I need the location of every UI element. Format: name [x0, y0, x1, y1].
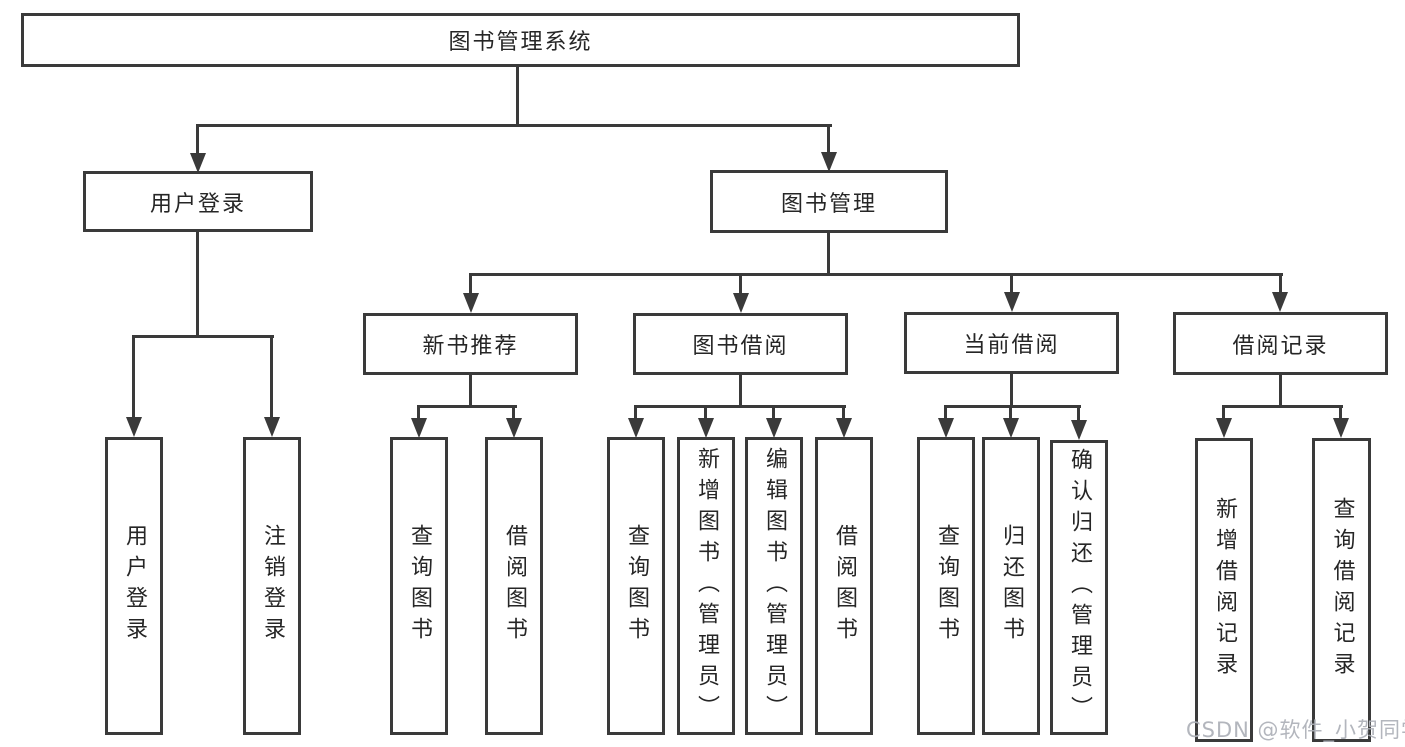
leaf-user-login: 用户登录: [105, 437, 163, 735]
new-book-recommend-label: 新书推荐: [422, 334, 519, 359]
edge-currentborrow-stub: [1010, 372, 1013, 408]
leaf-return-book-label: 归还图书: [999, 524, 1024, 648]
edge-to-leaf-br-query: [1339, 405, 1342, 421]
root-node-book-management-system: 图书管理系统: [21, 13, 1020, 67]
leaf-current-query-book-label: 查询图书: [934, 524, 959, 648]
edge-newbook-stub: [469, 373, 472, 408]
edge-to-book-management: [827, 124, 830, 156]
leaf-add-book-admin-label: 新增图书（管理员）: [694, 446, 719, 726]
edge-borrowrecord-rail: [1222, 405, 1343, 408]
leaf-add-borrow-record-label: 新增借阅记录: [1212, 497, 1237, 683]
edge-to-leaf-bb-query: [634, 405, 637, 421]
edge-to-leaf-bb-edit: [772, 405, 775, 421]
arrow-to-leaf-nb-query: [411, 418, 427, 438]
edge-root-stub: [516, 65, 519, 127]
edge-book-mgmt-stub: [827, 231, 830, 276]
edge-to-current-borrow: [1010, 273, 1013, 296]
arrow-to-leaf-bb-query: [628, 418, 644, 438]
leaf-edit-book-admin: 编辑图书（管理员）: [745, 437, 803, 735]
leaf-logout-login-label: 注销登录: [260, 524, 285, 648]
edge-to-borrow-record: [1279, 273, 1282, 296]
arrow-to-leaf-bb-borrow: [836, 418, 852, 438]
edge-newbook-rail: [417, 405, 517, 408]
arrow-to-book-management: [821, 152, 837, 172]
leaf-logout-login: 注销登录: [243, 437, 301, 735]
edge-borrowrecord-stub: [1279, 373, 1282, 408]
arrow-to-leaf-logout: [264, 417, 280, 437]
edge-to-leaf-logout: [270, 335, 273, 419]
edge-level2-rail: [196, 124, 832, 127]
leaf-confirm-return-admin-label: 确认归还（管理员）: [1067, 448, 1092, 727]
arrow-to-leaf-nb-borrow: [506, 418, 522, 438]
arrow-to-user-login: [190, 153, 206, 173]
edge-user-login-stub: [196, 230, 199, 338]
leaf-newbook-query-book: 查询图书: [390, 437, 448, 735]
leaf-newbook-query-book-label: 查询图书: [407, 524, 432, 648]
edge-to-leaf-br-add: [1222, 405, 1225, 421]
borrow-record-label: 借阅记录: [1232, 333, 1329, 359]
leaf-borrow-borrow-book: 借阅图书: [815, 437, 873, 735]
leaf-current-query-book: 查询图书: [917, 437, 975, 735]
leaf-edit-book-admin-label: 编辑图书（管理员）: [762, 446, 787, 726]
arrow-to-new-book: [463, 293, 479, 313]
edge-to-leaf-cb-confirm: [1077, 405, 1080, 421]
user-login-node: 用户登录: [83, 171, 313, 232]
arrow-to-book-borrow: [733, 293, 749, 313]
arrow-to-current-borrow: [1004, 292, 1020, 312]
arrow-to-leaf-br-query: [1333, 418, 1349, 438]
edge-to-leaf-user-login: [132, 335, 135, 419]
edge-to-leaf-nb-query: [417, 405, 420, 421]
arrow-to-borrow-record: [1272, 292, 1288, 312]
edge-bookborrow-stub: [739, 373, 742, 408]
book-borrow-label: 图书借阅: [692, 334, 789, 359]
edge-to-leaf-bb-add: [704, 405, 707, 421]
current-borrow-node: 当前借阅: [904, 312, 1119, 374]
edge-level3-rail: [469, 273, 1283, 276]
leaf-borrow-query-book-label: 查询图书: [624, 524, 649, 648]
leaf-add-book-admin: 新增图书（管理员）: [677, 437, 735, 735]
edge-currentborrow-rail: [944, 405, 1081, 408]
borrow-record-node: 借阅记录: [1173, 312, 1388, 375]
arrow-to-leaf-cb-return: [1003, 418, 1019, 438]
edge-to-leaf-cb-return: [1009, 405, 1012, 421]
leaf-confirm-return-admin: 确认归还（管理员）: [1050, 440, 1108, 735]
edge-to-leaf-nb-borrow: [512, 405, 515, 421]
edge-to-new-book: [469, 273, 472, 296]
arrow-to-leaf-bb-add: [698, 418, 714, 438]
new-book-recommend-node: 新书推荐: [363, 313, 578, 375]
csdn-watermark: CSDN @软件_小贺同学: [1186, 718, 1405, 742]
book-management-label: 图书管理: [780, 191, 877, 217]
leaf-user-login-label: 用户登录: [122, 524, 147, 648]
leaf-query-borrow-record-label: 查询借阅记录: [1329, 497, 1355, 683]
arrow-to-leaf-br-add: [1216, 418, 1232, 438]
edge-user-login-rail: [132, 335, 274, 338]
leaf-add-borrow-record: 新增借阅记录: [1195, 438, 1253, 742]
arrow-to-leaf-cb-query: [938, 418, 954, 438]
leaf-query-borrow-record: 查询借阅记录: [1312, 438, 1371, 742]
leaf-borrow-query-book: 查询图书: [607, 437, 665, 735]
leaf-newbook-borrow-book: 借阅图书: [485, 437, 543, 735]
leaf-borrow-borrow-book-label: 借阅图书: [832, 524, 857, 648]
edge-to-book-borrow: [739, 273, 742, 296]
edge-to-user-login: [196, 124, 199, 156]
current-borrow-label: 当前借阅: [963, 333, 1060, 358]
edge-to-leaf-cb-query: [944, 405, 947, 421]
leaf-return-book: 归还图书: [982, 437, 1040, 735]
leaf-newbook-borrow-book-label: 借阅图书: [502, 524, 527, 648]
root-node-label: 图书管理系统: [448, 30, 593, 55]
edge-bookborrow-rail: [634, 405, 846, 408]
book-management-node: 图书管理: [710, 170, 948, 233]
edge-to-leaf-bb-borrow: [842, 405, 845, 421]
arrow-to-leaf-cb-confirm: [1071, 420, 1087, 440]
arrow-to-leaf-user-login: [126, 417, 142, 437]
book-borrow-node: 图书借阅: [633, 313, 848, 375]
arrow-to-leaf-bb-edit: [766, 418, 782, 438]
user-login-label: 用户登录: [149, 191, 246, 217]
